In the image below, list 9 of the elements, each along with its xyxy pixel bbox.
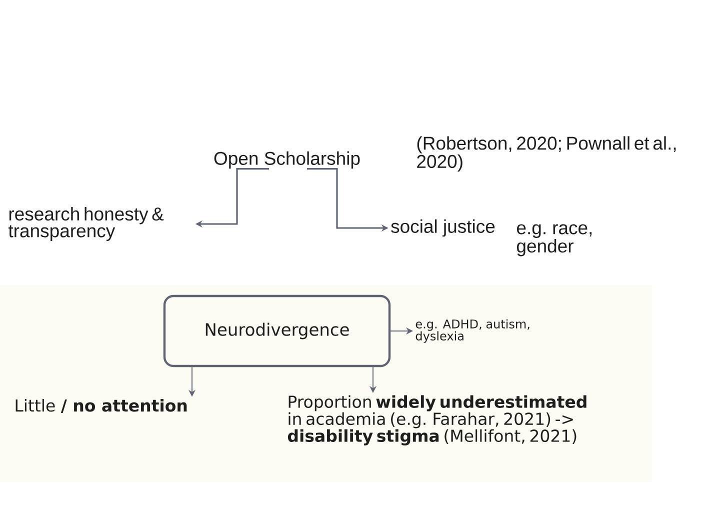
node-text: Proportion widely underestimated in academia (e.g. Farahar, 2021) -> disability stigma (Mellifont, 2021): [288, 395, 586, 446]
node-text: e.g. ADHD, autism, dyslexia: [416, 319, 530, 343]
process-box: Neurodivergence: [163, 294, 391, 368]
citation-text: (Robertson, 2020; Pownall et al., 2020): [417, 136, 676, 172]
node-text: research honesty & transparency: [8, 206, 164, 242]
node-text: Little / no attention: [16, 398, 187, 414]
node-text: Open Scholarship: [214, 151, 360, 169]
node-note: e.g. race, gender: [517, 224, 592, 256]
node-text: social justice: [391, 219, 495, 237]
